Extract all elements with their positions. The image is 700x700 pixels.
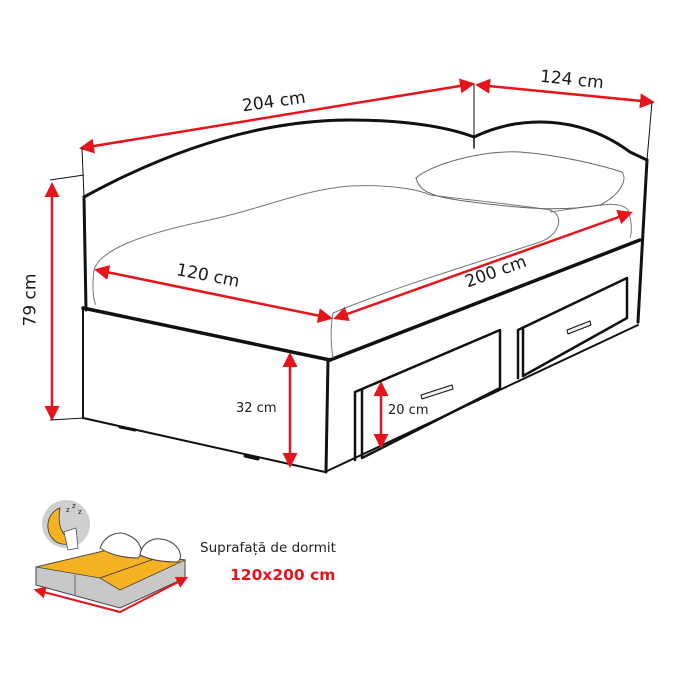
sleeping-surface-value: 120x200 cm — [230, 566, 336, 584]
dim-line-124 — [475, 78, 655, 109]
bed-frame — [81, 118, 649, 474]
dim-line-204 — [79, 78, 475, 154]
dim-line-120 — [94, 265, 333, 323]
svg-text:z: z — [72, 502, 76, 510]
svg-text:z: z — [66, 506, 70, 514]
dimension-lines — [44, 78, 655, 468]
sleeping-moon-bed-icon: z z z — [33, 500, 189, 614]
label-height: 79 cm — [20, 273, 41, 327]
dim-line-200 — [333, 209, 633, 322]
label-base-height: 32 cm — [236, 401, 277, 416]
label-drawer-height: 20 cm — [388, 403, 429, 418]
svg-text:z: z — [78, 508, 82, 516]
sleeping-surface-title: Suprafață de dormit — [200, 540, 336, 556]
